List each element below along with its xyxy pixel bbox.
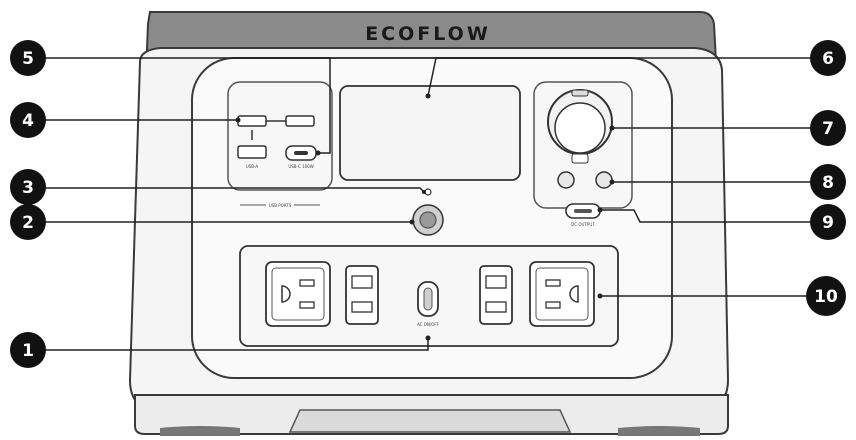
ac-switch-right-top: [485, 275, 507, 289]
callout-1: 1: [10, 332, 46, 368]
svg-text:6: 6: [822, 49, 834, 69]
leader-line-1: [44, 338, 429, 351]
ac-switch-left: [345, 265, 379, 325]
ac-switch-right-bottom: [485, 301, 507, 313]
dc5521-output-2: [595, 171, 613, 189]
ac-switch-left-bottom: [351, 301, 373, 313]
callout-4: 4: [10, 102, 46, 138]
ac-outlet-right-ground: [569, 285, 579, 303]
callout-10: 10: [806, 276, 846, 316]
ac-outlet-right-slot-1: [545, 279, 561, 287]
usb-a-port-1: [237, 115, 267, 127]
ac-outlet-right-slot-2: [545, 301, 561, 309]
callout-9: 9: [810, 204, 846, 240]
leader-line-6: [427, 57, 814, 97]
right-foot: [618, 426, 700, 436]
ac-outlet-left-inner: [271, 267, 325, 321]
left-foot: [160, 426, 240, 436]
usb-group-label: USB PORTS: [269, 203, 292, 208]
usb-port-bay: [227, 81, 333, 191]
svg-text:1: 1: [22, 341, 34, 361]
ac-outlet-left-slot-2: [299, 301, 315, 309]
callout-7: 7: [810, 110, 846, 146]
svg-text:2: 2: [22, 213, 34, 233]
usb-a-label: USB-A: [246, 164, 259, 169]
ac-outlet-left-ground: [281, 285, 291, 303]
ac-outlet-left-slot-1: [299, 279, 315, 287]
ac-on-off-button-inner: [423, 287, 433, 311]
dc-input-slot: [574, 209, 592, 213]
svg-text:7: 7: [822, 119, 834, 139]
usb-a-port-3: [237, 145, 267, 159]
dc-output-label: DC OUTPUT: [571, 222, 595, 227]
usb-c-slot: [294, 151, 308, 155]
callout-3: 3: [10, 169, 46, 205]
callout-5: 5: [10, 40, 46, 76]
ac-switch-right: [479, 265, 513, 325]
ac-outlet-right: [529, 261, 595, 327]
svg-text:10: 10: [814, 287, 838, 307]
base-recess: [288, 409, 572, 433]
car-charger-tab: [571, 153, 589, 164]
usb-a-port-2: [285, 115, 315, 127]
dc5521-output-1: [557, 171, 575, 189]
lcd-screen: [339, 85, 521, 181]
svg-text:8: 8: [822, 173, 834, 193]
leader-line-5: [44, 57, 331, 154]
callout-2: 2: [10, 204, 46, 240]
svg-text:3: 3: [22, 178, 34, 198]
usb-c-label: USB-C 100W: [288, 164, 313, 169]
ac-onoff-label: AC ON/OFF: [417, 322, 440, 327]
ac-switch-left-top: [351, 275, 373, 289]
leader-endpoints: [235, 93, 615, 341]
svg-text:5: 5: [22, 49, 34, 69]
brand-logo: ECOFLOW: [365, 23, 491, 45]
svg-text:4: 4: [22, 111, 34, 131]
leader-line-9: [600, 209, 814, 223]
svg-text:9: 9: [822, 213, 834, 233]
callout-6: 6: [810, 40, 846, 76]
car-charger-outlet-inner: [554, 102, 606, 154]
callout-8: 8: [810, 164, 846, 200]
car-charger-latch: [571, 89, 589, 97]
main-power-button-inner: [419, 211, 437, 229]
leader-lines: [44, 57, 814, 351]
ac-outlet-right-inner: [535, 267, 589, 321]
ac-outlet-left: [265, 261, 331, 327]
